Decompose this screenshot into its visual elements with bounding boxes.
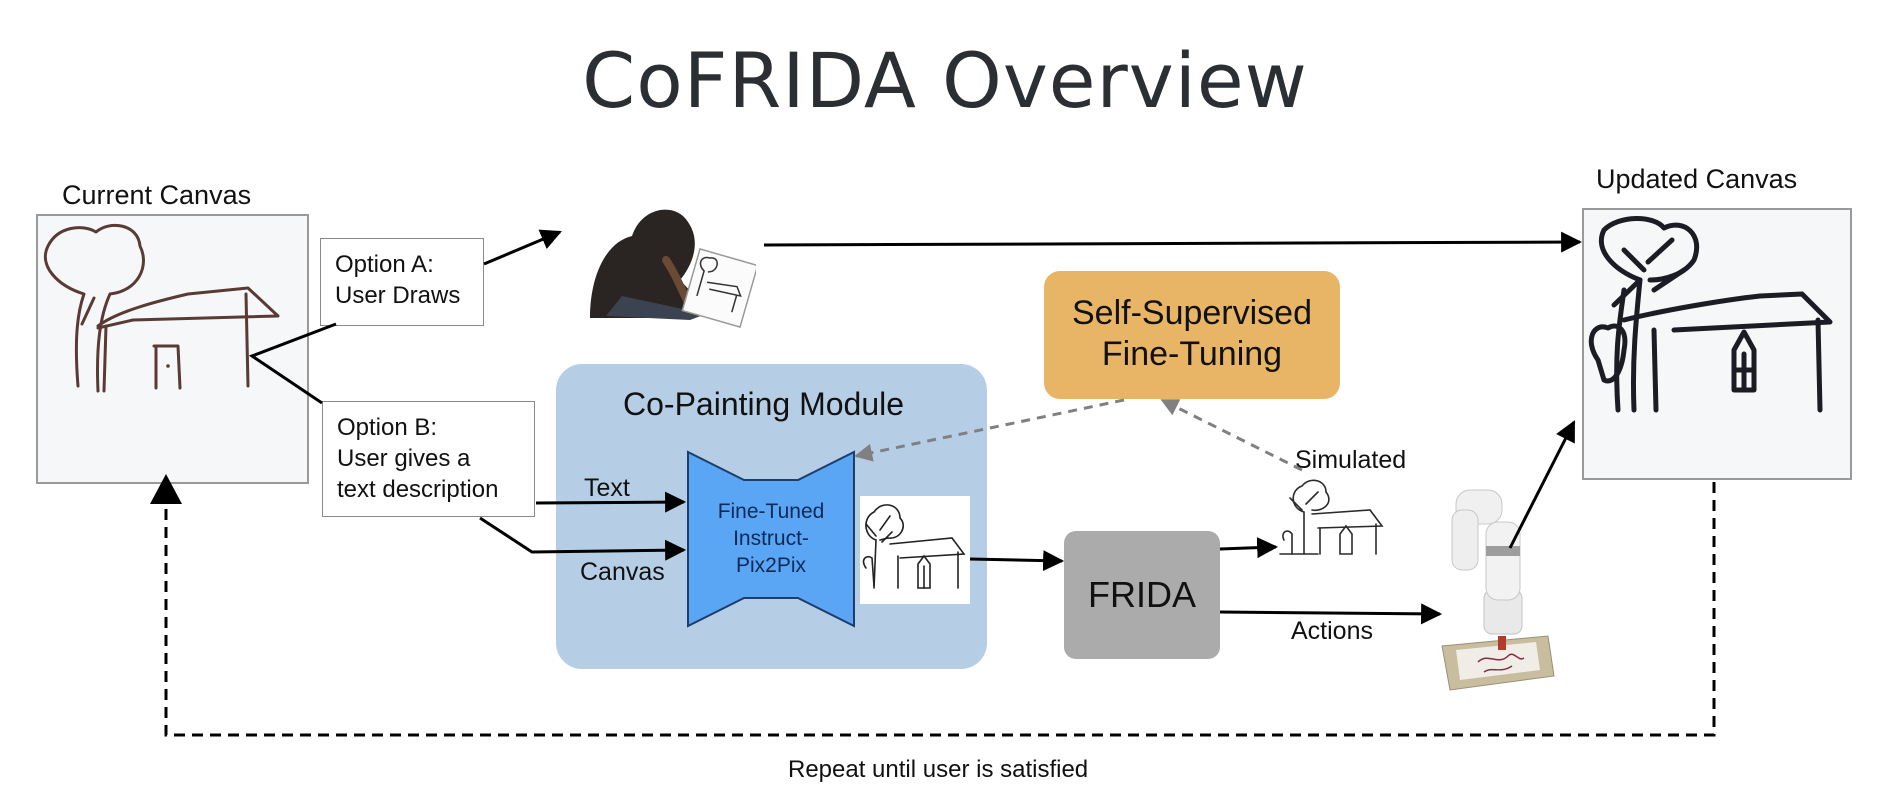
user-drawing-photo [586,196,759,336]
simulated-sketch [1279,479,1384,555]
instruct-pix2pix-model-shape [687,450,855,628]
option-b-line2: User gives a [337,445,471,472]
model-line2: Instruct- [733,527,809,550]
current-canvas-image [36,214,309,484]
current-canvas-sketch [44,223,280,393]
option-a-line2: User Draws [335,282,461,309]
updated-canvas-image [1582,208,1852,480]
updated-canvas-sketch [1588,216,1833,413]
simulated-label: Simulated [1295,446,1407,474]
sst-line2: Fine-Tuning [1101,335,1283,373]
current-canvas-label: Current Canvas [62,180,252,210]
frida-box: FRIDA [1064,531,1220,659]
canvas-input-label: Canvas [580,558,665,586]
instruct-pix2pix-label: Fine-Tuned Instruct- Pix2Pix [690,498,852,579]
split-connector [248,322,337,405]
simulated-sketch-image [1278,474,1390,566]
option-b-line1: Option B: [337,414,438,441]
self-supervised-fine-tuning-box: Self-Supervised Fine-Tuning [1044,271,1340,399]
page-title: CoFRIDA Overview [582,36,1308,125]
loop-label: Repeat until user is satisfied [788,756,1089,783]
co-painting-module-title: Co-Painting Module [623,386,905,422]
frida-to-actions-arrow [1219,603,1443,625]
model-line1: Fine-Tuned [717,500,825,523]
to-frida-arrow [969,550,1065,572]
actions-label: Actions [1291,617,1373,645]
generated-sketch-image [860,496,970,604]
frida-label: FRIDA [1088,574,1196,615]
updated-canvas-label: Updated Canvas [1596,164,1798,194]
text-input-label: Text [584,474,630,502]
person-drawing-illustration [590,209,759,328]
repeat-loop-arrowhead [150,474,182,504]
generated-sketch [862,504,966,589]
model-line3: Pix2Pix [735,554,807,577]
robot-arm-image [1428,486,1558,694]
robot-to-updated-arrow [1508,420,1576,549]
robot-arm-illustration [1441,489,1555,691]
option-a-box: Option A: User Draws [320,238,484,326]
repeat-loop-connector [164,482,1716,737]
option-a-line1: Option A: [335,251,434,278]
canvas-input-arrow [479,516,687,561]
sst-to-model-arrow [854,398,1125,462]
simulated-to-sst-arrow [1160,398,1303,472]
option-b-box: Option B: User gives a text description [322,401,535,517]
option-b-line3: text description [337,476,499,503]
text-input-arrow [535,491,687,513]
option-a-arrow [483,229,562,266]
sst-line1: Self-Supervised [1071,294,1312,332]
frida-to-simulated-arrow [1219,537,1279,559]
user-draw-to-updated-arrow [763,231,1583,253]
